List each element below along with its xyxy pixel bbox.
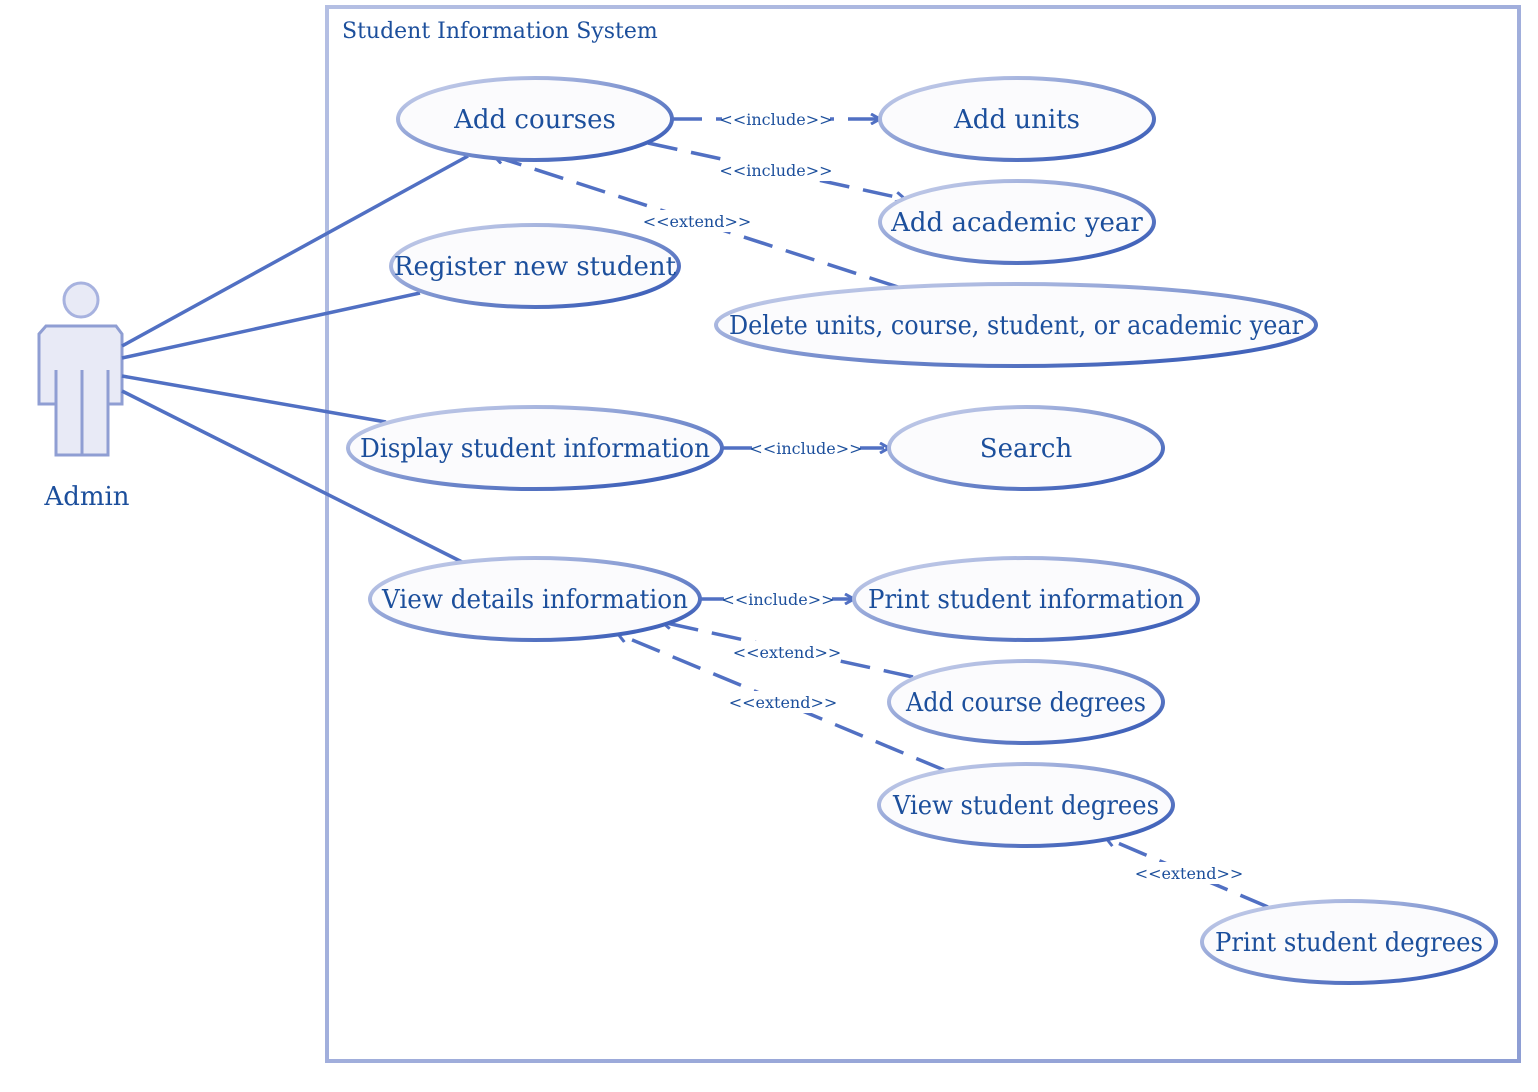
use-case-add-courses[interactable]: Add courses bbox=[396, 76, 674, 162]
use-case-display-student-information[interactable]: Display student information bbox=[346, 405, 724, 491]
use-case-label: Register new student bbox=[394, 252, 677, 282]
use-case-add-course-degrees[interactable]: Add course degrees bbox=[887, 659, 1165, 745]
use-case-delete-items[interactable]: Delete units, course, student, or academ… bbox=[714, 282, 1318, 368]
use-case-label: Search bbox=[980, 434, 1073, 464]
use-case-print-student-degrees[interactable]: Print student degrees bbox=[1200, 899, 1498, 985]
extend-label-delete: <<extend>> bbox=[643, 212, 752, 231]
association-view-details bbox=[121, 389, 463, 564]
use-cases: Add courses Add units Add academic year … bbox=[346, 76, 1498, 985]
actor-label: Admin bbox=[43, 482, 129, 512]
use-case-label: Print student information bbox=[868, 585, 1184, 615]
use-case-label: Add academic year bbox=[890, 208, 1143, 238]
use-case-add-units[interactable]: Add units bbox=[878, 76, 1156, 162]
association-register-new-student bbox=[121, 291, 421, 360]
extend-label-print-student-degrees: <<extend>> bbox=[1135, 864, 1244, 883]
use-case-label: Delete units, course, student, or academ… bbox=[729, 311, 1304, 341]
use-case-label: Add course degrees bbox=[905, 688, 1146, 718]
actor-admin[interactable]: Admin bbox=[37, 281, 130, 512]
association-add-courses bbox=[121, 154, 469, 348]
use-case-label: View student degrees bbox=[892, 791, 1159, 821]
use-case-label: Display student information bbox=[360, 434, 710, 464]
use-case-view-details-information[interactable]: View details information bbox=[368, 556, 702, 642]
relation-labels: <<include>> <<include>> <<extend>> <<inc… bbox=[643, 108, 1244, 884]
system-boundary bbox=[325, 5, 1521, 1063]
use-case-label: Add courses bbox=[453, 105, 616, 135]
include-label-add-units: <<include>> bbox=[719, 110, 832, 129]
associations bbox=[121, 154, 469, 564]
extend-delete-line bbox=[494, 156, 899, 289]
use-case-view-student-degrees[interactable]: View student degrees bbox=[877, 762, 1175, 848]
use-case-add-academic-year[interactable]: Add academic year bbox=[878, 179, 1156, 265]
use-case-label: View details information bbox=[381, 585, 688, 615]
association-display-student-info bbox=[121, 374, 387, 424]
include-label-print-info: <<include>> bbox=[721, 590, 834, 609]
use-case-register-new-student[interactable]: Register new student bbox=[389, 223, 681, 309]
actor-icon bbox=[37, 281, 124, 457]
include-label-add-academic-year: <<include>> bbox=[719, 161, 832, 180]
use-case-label: Print student degrees bbox=[1215, 928, 1483, 958]
extend-label-add-course-degrees: <<extend>> bbox=[733, 643, 842, 662]
use-case-label: Add units bbox=[953, 105, 1080, 135]
include-label-search: <<include>> bbox=[749, 439, 862, 458]
use-case-print-student-information[interactable]: Print student information bbox=[852, 556, 1200, 642]
system-title: Student Information System bbox=[342, 19, 658, 44]
use-case-search[interactable]: Search bbox=[887, 405, 1165, 491]
extend-label-view-student-degrees: <<extend>> bbox=[729, 693, 838, 712]
